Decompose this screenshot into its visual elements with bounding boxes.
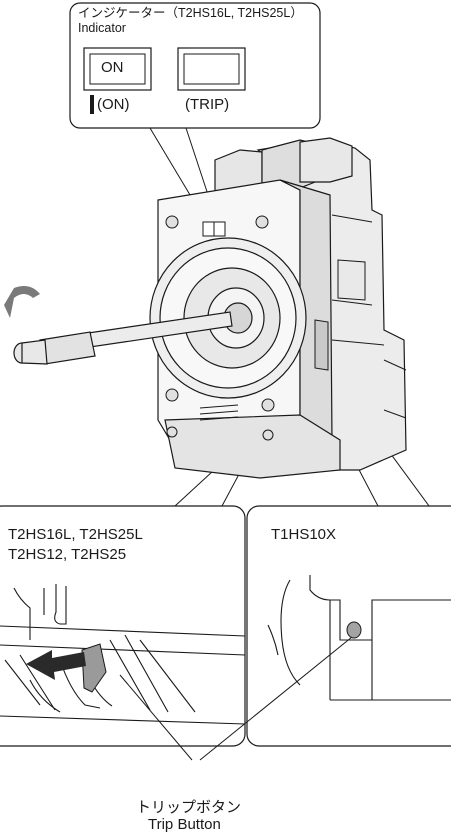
screws	[165, 215, 275, 441]
right-model-label: T1HS10X	[271, 526, 337, 543]
left-model-line1: T2HS16L, T2HS25L	[8, 526, 143, 543]
left-detail-box	[0, 505, 246, 747]
trip-button-left	[81, 643, 107, 693]
left-model-line2: T2HS12, T2HS25	[8, 546, 127, 563]
trip-leader-left	[119, 674, 193, 761]
indicator-subtitle: Indicator	[78, 21, 126, 35]
trip-button-label-en: Trip Button	[148, 816, 221, 833]
rotation-arrow-icon	[4, 286, 40, 318]
push-arrow-icon	[26, 650, 86, 680]
trip-button-right	[346, 621, 362, 639]
state-on-label: (ON)	[97, 96, 130, 113]
indicator-title: インジケーター（T2HS16L, T2HS25L）	[78, 6, 303, 20]
lamp-on-label: ON	[101, 59, 124, 76]
trip-button-label-jp: トリップボタン	[136, 799, 242, 816]
trip-leader-right	[199, 636, 353, 761]
shaft	[13, 311, 233, 365]
state-trip-label: (TRIP)	[185, 96, 230, 113]
on-bar-icon	[90, 95, 94, 114]
